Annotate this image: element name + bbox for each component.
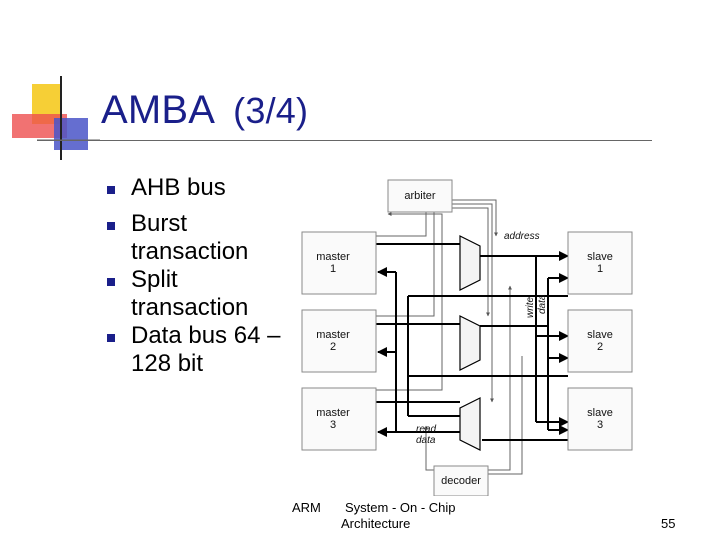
slide-title-sub: (3/4) <box>233 90 309 131</box>
master-1-label-line1: master <box>316 251 350 263</box>
master-1-box <box>301 231 377 295</box>
bullet-text: AHB bus <box>131 174 226 201</box>
bullet-item: Split transaction <box>103 266 293 322</box>
footer-center-line2: Architecture <box>341 516 411 531</box>
decoder-label: decoder <box>441 475 481 487</box>
slide-title-main: AMBA <box>101 88 216 132</box>
master-1-label-line2: 1 <box>330 263 336 275</box>
arbiter-box <box>387 179 453 213</box>
bullet-item: Data bus 64 – 128 bit <box>103 322 293 378</box>
bullet-item: AHB bus <box>103 174 293 202</box>
write-data-label-line1: write <box>525 296 536 318</box>
master-3-box <box>301 387 377 451</box>
footer-center-line1: System - On - Chip <box>345 500 456 515</box>
slave-3-label-line1: slave <box>587 407 613 419</box>
slave-1-label-line2: 1 <box>597 263 603 275</box>
read-data-bus <box>377 267 568 441</box>
slave-3-box <box>567 387 633 451</box>
read-data-label-line1: read <box>416 424 436 435</box>
slave-3-label-line2: 3 <box>597 419 603 431</box>
bullet-list: AHB bus Burst transaction Split transact… <box>103 174 293 378</box>
logo-blue-square <box>54 118 88 150</box>
master-2-box <box>301 309 377 373</box>
master-3-label-line2: 3 <box>330 419 336 431</box>
slave-1-box <box>567 231 633 295</box>
bullet-text: Data bus 64 – 128 bit <box>131 322 281 377</box>
address-label: address <box>504 231 540 242</box>
bullet-square-icon <box>107 334 115 342</box>
read-data-label-line2: data <box>416 435 436 446</box>
title-underline <box>37 140 652 141</box>
slave-2-label-line2: 2 <box>597 341 603 353</box>
read-data-mux-shape <box>459 397 481 451</box>
master-3-label-line1: master <box>316 407 350 419</box>
arbiter-control-wires <box>376 199 498 403</box>
address-mux-shape <box>459 235 481 291</box>
ahb-bus-diagram: arbiter decoder master 1 master 2 master… <box>301 179 633 496</box>
arbiter-label: arbiter <box>404 190 436 202</box>
slide-logo-decoration <box>12 76 100 160</box>
slide-title: AMBA (3/4) <box>101 88 308 133</box>
master-2-label-line1: master <box>316 329 350 341</box>
footer-left: ARM <box>292 500 321 515</box>
slave-2-box <box>567 309 633 373</box>
bullet-text: Split transaction <box>131 266 249 321</box>
master-2-label-line2: 2 <box>330 341 336 353</box>
address-bus <box>376 243 569 427</box>
slave-1-label-line1: slave <box>587 251 613 263</box>
slave-2-label-line1: slave <box>587 329 613 341</box>
page-number: 55 <box>661 516 676 531</box>
decoder-box <box>433 465 489 496</box>
write-data-label-line2: data <box>537 294 548 314</box>
bullet-text: Burst transaction <box>131 210 249 265</box>
bullet-square-icon <box>107 278 115 286</box>
bullet-item: Burst transaction <box>103 210 293 266</box>
bullet-square-icon <box>107 186 115 194</box>
write-data-bus <box>480 273 569 435</box>
write-data-mux-shape <box>459 315 481 371</box>
bullet-square-icon <box>107 222 115 230</box>
